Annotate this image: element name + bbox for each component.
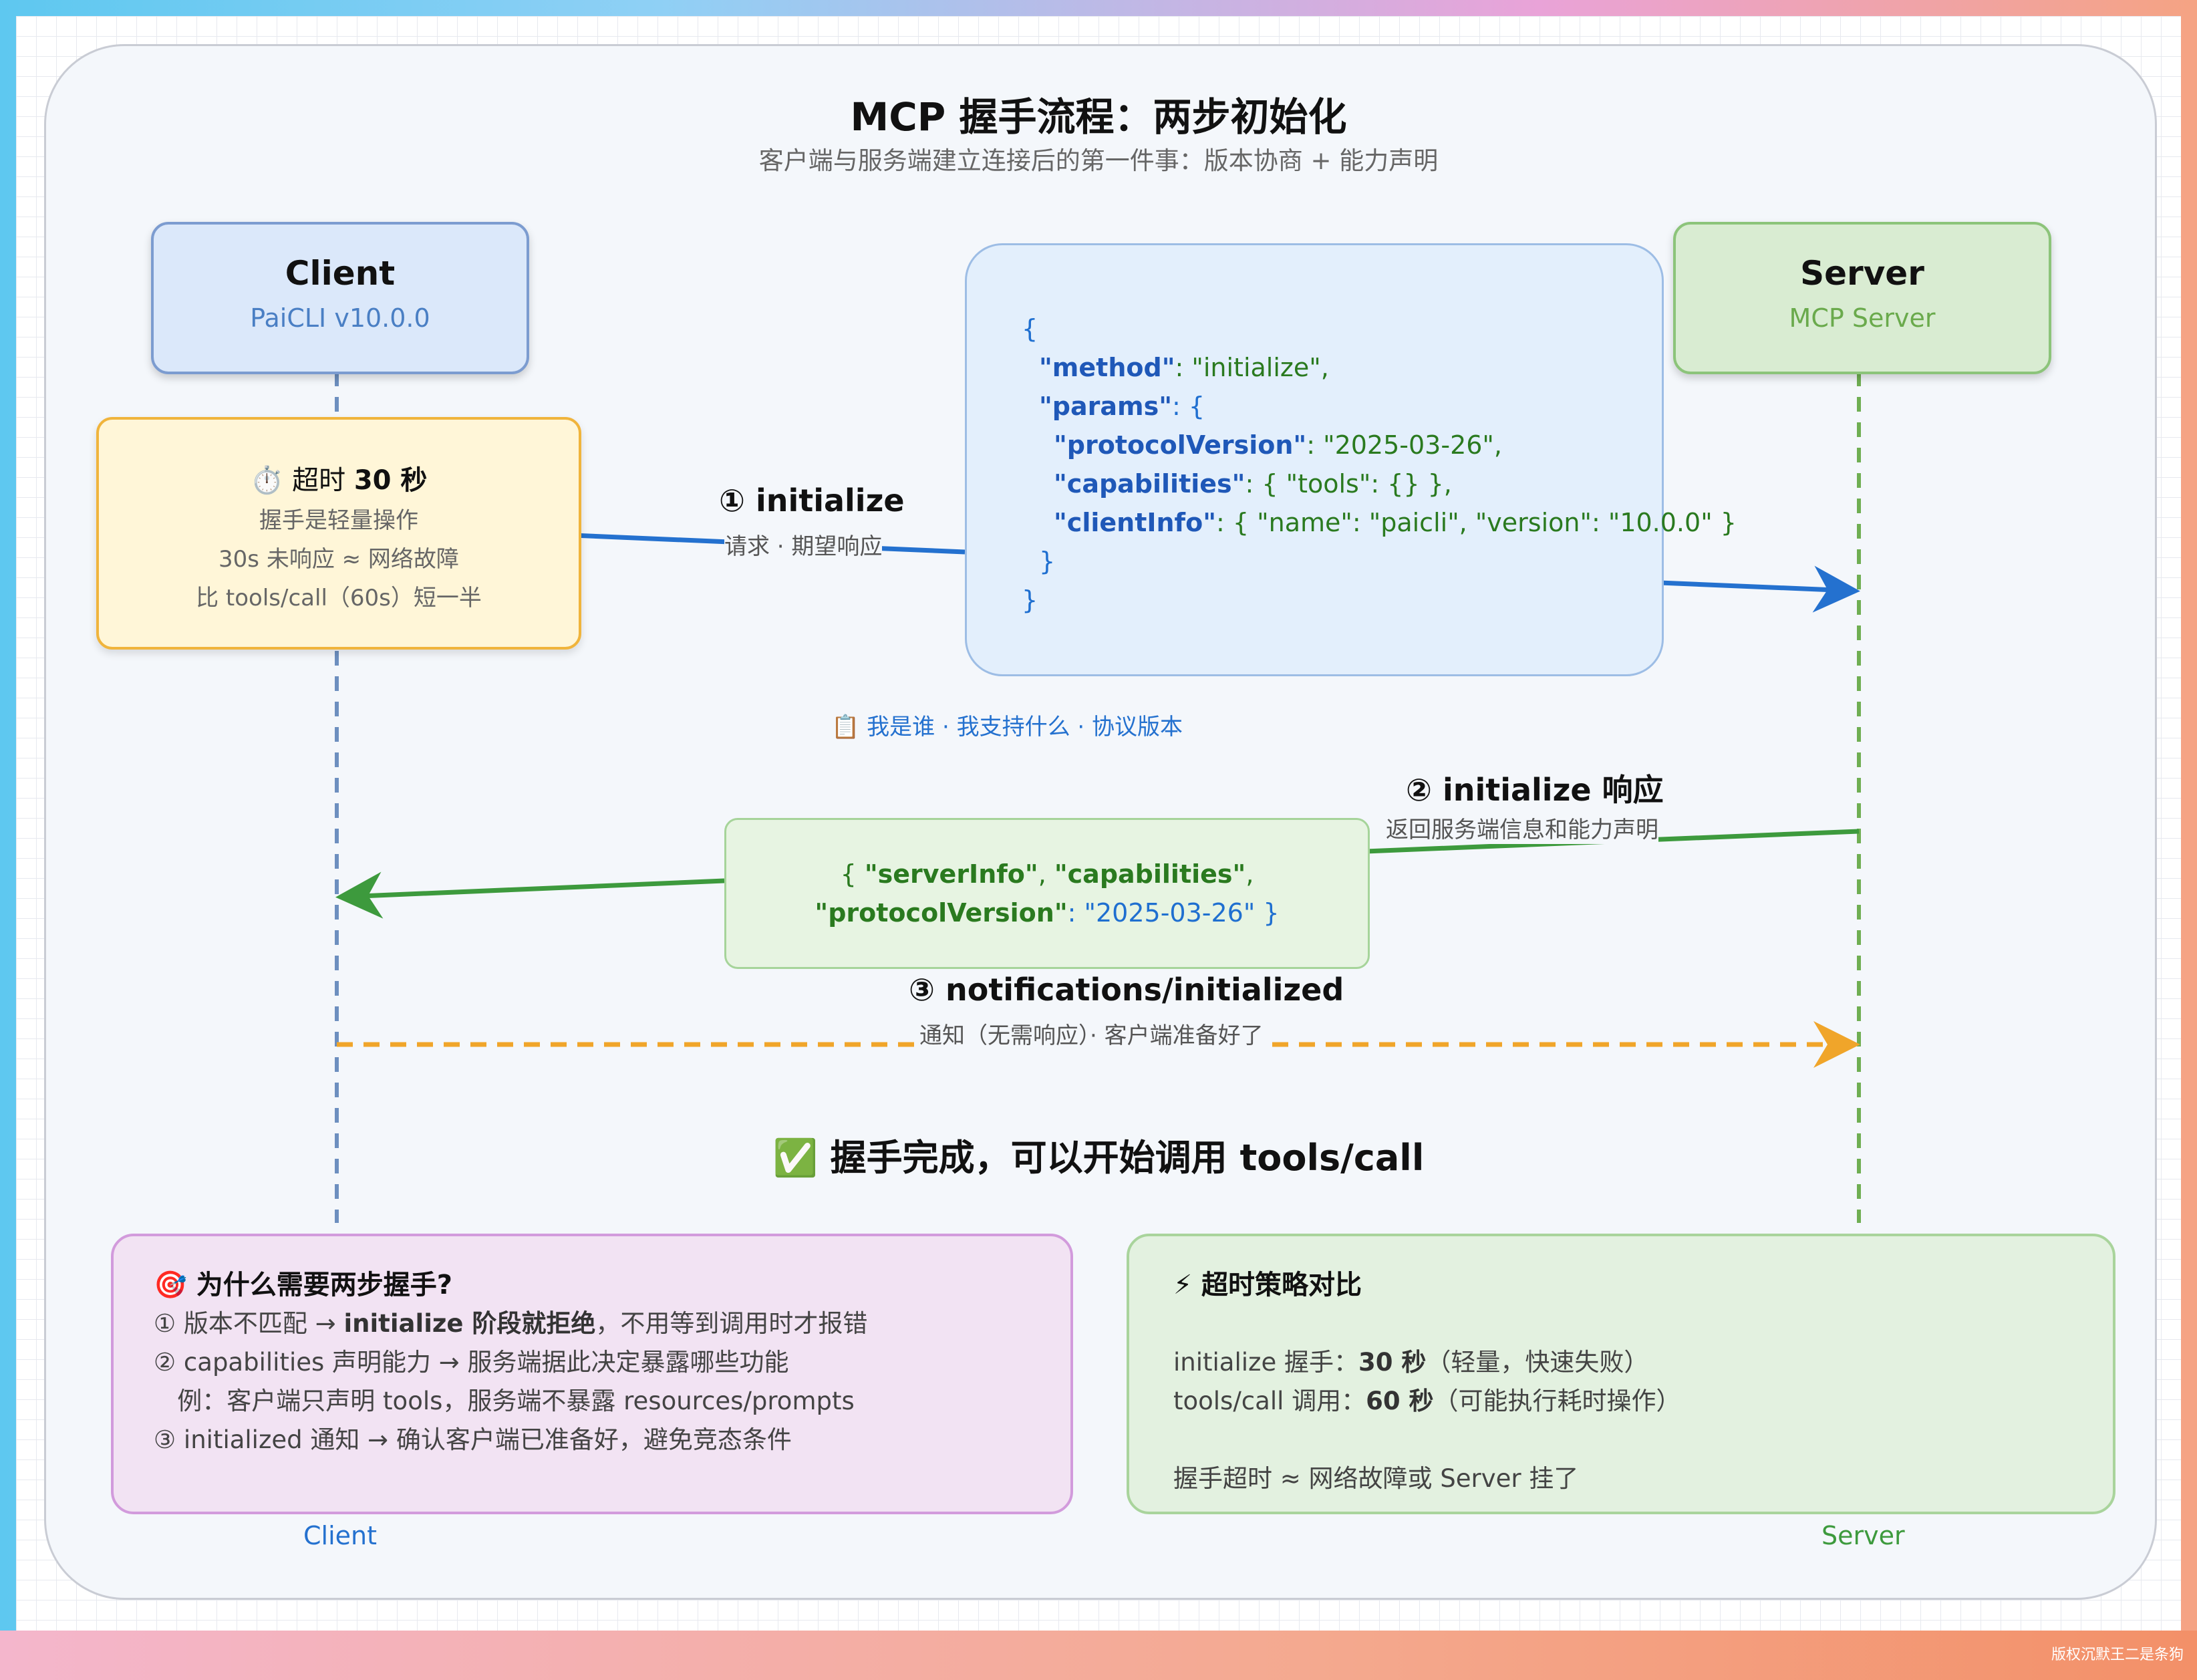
- why-line: ② capabilities 声明能力 → 服务端据此决定暴露哪些功能: [154, 1348, 789, 1377]
- bottom-gradient-strip: [0, 1631, 2197, 1680]
- stopwatch-icon: ⏱️ 超时: [250, 465, 354, 496]
- strategy-line: 握手超时 ≈ 网络故障或 Server 挂了: [1173, 1464, 1579, 1493]
- request-payload: { "method": "initialize", "params": { "p…: [965, 243, 1737, 676]
- timeout-line: 比 tools/call（60s）短一半: [196, 585, 482, 611]
- response-payload: { "serverInfo", "capabilities", "protoco…: [724, 818, 1370, 969]
- diagram-title: MCP 握手流程：两步初始化: [850, 94, 1347, 140]
- why-two-step-box: 🎯 为什么需要两步握手? ① 版本不匹配 → initialize 阶段就拒绝，…: [111, 1234, 1073, 1514]
- response-line: { "serverInfo", "capabilities",: [840, 859, 1254, 889]
- timeout-value: 30 秒: [353, 465, 428, 496]
- timeout-line: 30s 未响应 ≈ 网络故障: [218, 546, 459, 573]
- json-line: "clientInfo": { "name": "paicli", "versi…: [1054, 508, 1737, 537]
- json-line: }: [1022, 585, 1038, 615]
- json-line: "params": {: [1039, 392, 1205, 421]
- step2-title: ② initialize 响应: [1406, 766, 1664, 810]
- why-title: 🎯 为什么需要两步握手?: [154, 1270, 452, 1300]
- client-footer-label: Client: [303, 1521, 378, 1550]
- client-version: PaiCLI v10.0.0: [250, 303, 430, 333]
- server-actor: Server MCP Server: [1673, 222, 2051, 374]
- json-line: "method": "initialize",: [1039, 353, 1329, 382]
- timeout-line: 握手是轻量操作: [259, 507, 418, 534]
- json-line: {: [1022, 314, 1038, 343]
- strategy-title: ⚡ 超时策略对比: [1173, 1270, 1362, 1300]
- server-footer-label: Server: [1821, 1521, 1905, 1550]
- step3-title: ③ notifications/initialized: [909, 972, 1344, 1008]
- step1-caption: 📋 我是谁 · 我支持什么 · 协议版本: [831, 714, 1183, 740]
- response-line: "protocolVersion": "2025-03-26" }: [815, 898, 1280, 928]
- json-line: }: [1039, 547, 1056, 576]
- step3-subtitle: 通知（无需响应）· 客户端准备好了: [919, 1017, 1264, 1050]
- timeout-strategy-box: ⚡ 超时策略对比 initialize 握手：30 秒（轻量，快速失败） too…: [1127, 1234, 2115, 1514]
- strategy-line: initialize 握手：30 秒（轻量，快速失败）: [1173, 1348, 1649, 1377]
- watermark: 版权沉默王二是条狗: [2051, 1647, 2184, 1663]
- client-name: Client: [285, 254, 396, 293]
- server-subtitle: MCP Server: [1789, 303, 1936, 333]
- request-arrow-tail: [1659, 565, 1860, 613]
- json-line: "capabilities": { "tools": {} },: [1054, 469, 1452, 499]
- response-arrow-tail: [335, 871, 725, 919]
- json-line: "protocolVersion": "2025-03-26",: [1054, 430, 1502, 460]
- strategy-line: tools/call 调用：60 秒（可能执行耗时操作）: [1173, 1387, 1681, 1415]
- step1-subtitle: 请求 · 期望响应: [724, 528, 883, 561]
- step1-title: ① initialize: [719, 482, 905, 519]
- why-line: ① 版本不匹配 → initialize 阶段就拒绝，不用等到调用时才报错: [154, 1309, 868, 1338]
- timeout-note: ⏱️ 超时 30 秒 握手是轻量操作 30s 未响应 ≈ 网络故障 比 tool…: [96, 417, 581, 650]
- why-line: ③ initialized 通知 → 确认客户端已准备好，避免竞态条件: [154, 1425, 792, 1454]
- step2-subtitle: 返回服务端信息和能力声明: [1386, 811, 1658, 844]
- why-line: 例：客户端只声明 tools，服务端不暴露 resources/prompts: [154, 1387, 855, 1415]
- handshake-complete: ✅ 握手完成，可以开始调用 tools/call: [772, 1137, 1425, 1179]
- diagram-subtitle: 客户端与服务端建立连接后的第一件事：版本协商 + 能力声明: [758, 146, 1439, 175]
- client-actor: Client PaiCLI v10.0.0: [151, 222, 529, 374]
- server-name: Server: [1800, 254, 1924, 293]
